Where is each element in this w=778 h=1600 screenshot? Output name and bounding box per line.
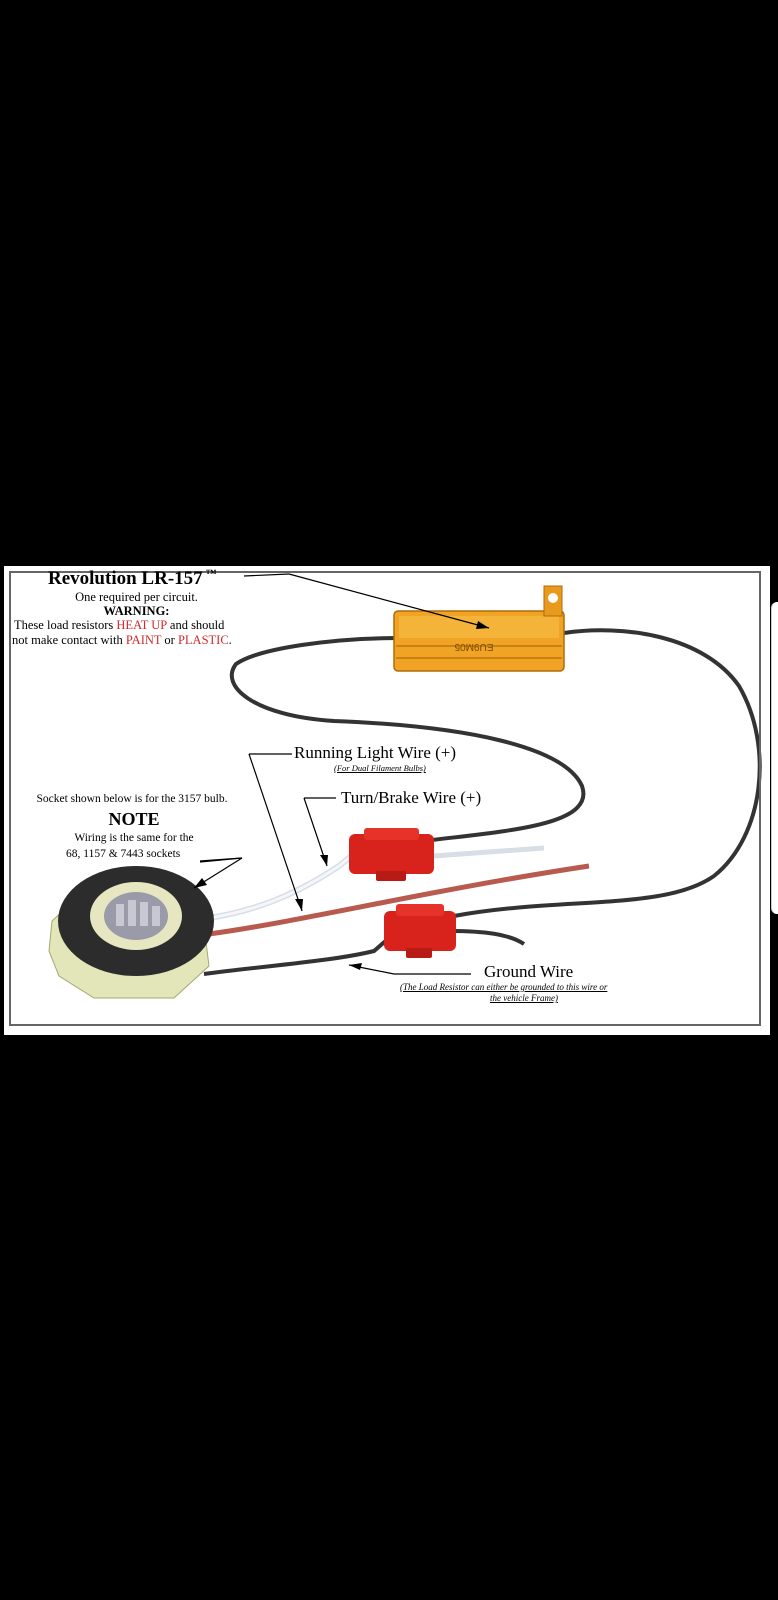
diagram-artwork: EU9M05 xyxy=(48,573,762,999)
warning-title: WARNING: xyxy=(103,604,170,618)
title-pointer xyxy=(243,573,290,577)
note-title: NOTE xyxy=(108,809,160,829)
resistor-input-wire xyxy=(229,636,586,843)
side-pull-tab[interactable] xyxy=(771,602,778,914)
resistor-output-wire xyxy=(423,628,762,923)
wiring-diagram: EU9M05 xyxy=(4,566,770,1035)
ground-wire xyxy=(203,936,391,976)
ground-label: Ground Wire xyxy=(484,962,574,981)
diagram-frame xyxy=(9,571,761,1026)
warning-line-1: These load resistors HEAT UP and should xyxy=(14,618,225,632)
bulb-socket xyxy=(48,866,214,999)
turn-brake-label: Turn/Brake Wire (+) xyxy=(341,788,482,807)
heat-up-text: HEAT UP xyxy=(116,618,167,632)
socket-intro: Socket shown below is for the 3157 bulb. xyxy=(36,793,228,805)
running-light-wire-tail xyxy=(433,845,545,859)
plastic-text: PLASTIC xyxy=(177,633,229,647)
ground-sublabel-1: (The Load Resistor can either be grounde… xyxy=(400,982,608,992)
ground-sublabel-2: the vehicle Frame) xyxy=(490,993,558,1003)
turn-brake-connector xyxy=(349,828,434,881)
running-light-sublabel: (For Dual Filament Bulbs) xyxy=(334,763,426,773)
turn-brake-wire xyxy=(208,863,590,937)
resistor-marking: EU9M05 xyxy=(454,641,493,652)
trademark-symbol: ™ xyxy=(205,568,217,580)
warning-line-2: not make contact with PAINT or PLASTIC. xyxy=(12,633,232,647)
note-line-2: 68, 1157 & 7443 sockets xyxy=(66,848,181,860)
running-light-label: Running Light Wire (+) xyxy=(294,743,457,762)
note-line-1: Wiring is the same for the xyxy=(74,832,194,844)
paint-text: PAINT xyxy=(125,633,162,647)
ground-connector xyxy=(384,904,456,958)
ground-wire-tail xyxy=(448,929,526,946)
per-circuit-note: One required per circuit. xyxy=(75,590,198,604)
